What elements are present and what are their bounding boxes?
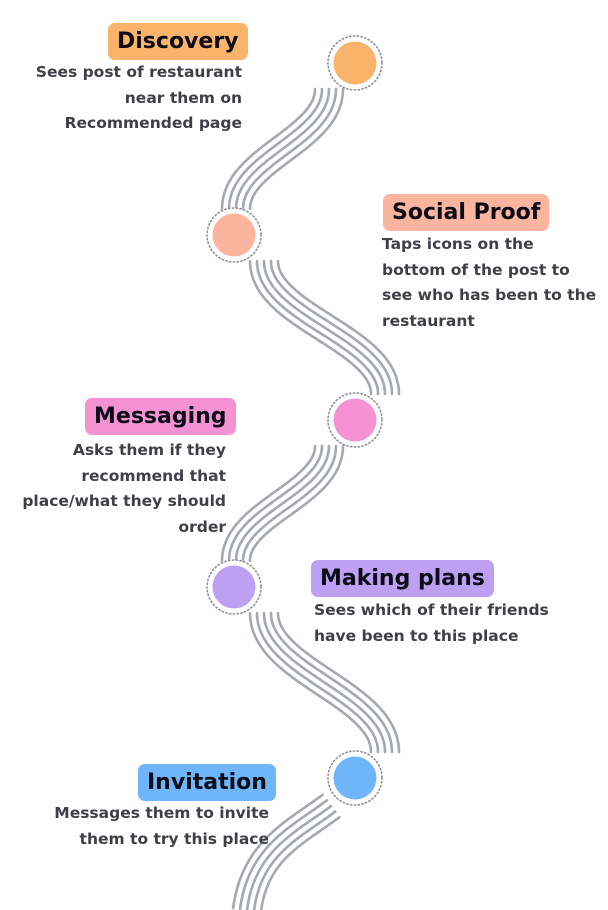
step-description-making-plans: Sees which of their friends have been to… bbox=[314, 598, 549, 649]
road-line bbox=[255, 611, 380, 754]
road-line bbox=[269, 259, 394, 396]
description-line: bottom of the post to bbox=[382, 260, 570, 279]
road-line bbox=[248, 444, 345, 563]
road-line bbox=[231, 793, 324, 910]
description-line: have been to this place bbox=[314, 626, 519, 645]
step-title-social-proof: Social Proof bbox=[383, 194, 550, 231]
step-title-messaging: Messaging bbox=[85, 398, 236, 435]
road-lines bbox=[220, 87, 401, 910]
description-line: them to try this place bbox=[79, 829, 269, 848]
road-line bbox=[241, 444, 338, 563]
description-line: Sees which of their friends bbox=[314, 601, 549, 619]
description-line: restaurant bbox=[382, 311, 475, 330]
step-marker-discovery bbox=[333, 41, 377, 85]
description-line: Messages them to invite bbox=[54, 804, 269, 822]
step-description-messaging: Asks them if they recommend that place/w… bbox=[22, 438, 226, 540]
step-description-social-proof: Taps icons on the bottom of the post to … bbox=[382, 232, 596, 334]
road-line bbox=[252, 810, 337, 910]
road-line bbox=[259, 815, 341, 910]
description-line: order bbox=[178, 517, 226, 536]
description-line: recommend that bbox=[81, 466, 226, 485]
road-line bbox=[220, 87, 317, 211]
step-marker-messaging bbox=[333, 398, 377, 442]
road-line bbox=[255, 259, 380, 396]
step-title-invitation: Invitation bbox=[138, 764, 276, 801]
description-line: place/what they should bbox=[22, 492, 226, 510]
step-marker-making-plans bbox=[212, 565, 256, 609]
road-line bbox=[234, 444, 331, 563]
road-line bbox=[227, 444, 324, 563]
description-line: Taps icons on the bbox=[382, 235, 534, 253]
road-line bbox=[262, 611, 387, 754]
road-line bbox=[276, 259, 401, 396]
description-line: Sees post of restaurant bbox=[35, 63, 242, 81]
road-line bbox=[276, 611, 401, 754]
road-line bbox=[238, 799, 329, 910]
road-line bbox=[248, 259, 373, 396]
description-line: Recommended page bbox=[64, 114, 242, 132]
description-line: near them on bbox=[124, 88, 242, 107]
step-title-making-plans: Making plans bbox=[311, 560, 494, 597]
road-line bbox=[227, 87, 324, 211]
road-line bbox=[234, 87, 331, 211]
road-line bbox=[245, 804, 333, 910]
road-line bbox=[241, 87, 338, 211]
description-line: Asks them if they bbox=[72, 441, 226, 459]
road-line bbox=[262, 259, 387, 396]
road-line bbox=[248, 87, 345, 211]
road-line bbox=[220, 444, 317, 563]
step-description-invitation: Messages them to invite them to try this… bbox=[54, 801, 269, 852]
step-marker-social-proof bbox=[212, 213, 256, 257]
road-line bbox=[269, 611, 394, 754]
step-title-discovery: Discovery bbox=[108, 23, 248, 60]
description-line: see who has been to the bbox=[382, 286, 597, 304]
step-markers bbox=[206, 35, 383, 806]
step-marker-invitation bbox=[333, 756, 377, 800]
road-line bbox=[248, 611, 373, 754]
step-description-discovery: Sees post of restaurant near them on Rec… bbox=[36, 60, 242, 137]
